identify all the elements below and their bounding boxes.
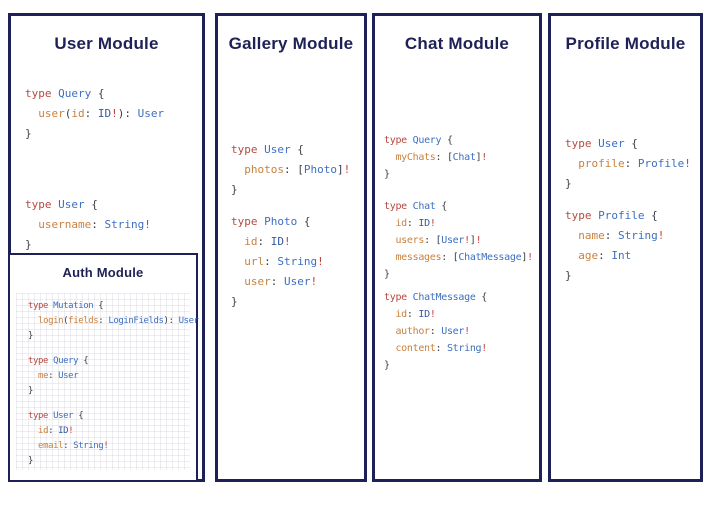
gallery-module-title: Gallery Module <box>228 34 354 53</box>
gallery-module-panel: Gallery Module type User { photos: [Phot… <box>215 13 367 482</box>
code-line: } <box>231 183 238 196</box>
code-line: } <box>384 269 390 280</box>
code-block-auth-query: type Query { me: User} <box>28 354 190 399</box>
code-block-user-query: type Query { user(id: ID!): User} <box>25 84 164 144</box>
code-block-auth-user: type User { id: ID! email: String!} <box>28 409 190 469</box>
code-block-profile-user: type User { profile: Profile!} <box>565 134 691 194</box>
code-line: type ChatMessage { <box>384 292 488 303</box>
code-line: } <box>28 331 34 341</box>
auth-module-title: Auth Module <box>62 265 144 280</box>
code-block-chat-message: type ChatMessage { id: ID! author: User!… <box>384 289 487 374</box>
code-line: age: Int <box>578 249 632 262</box>
code-line: } <box>384 360 390 371</box>
code-line: } <box>25 127 32 140</box>
code-line: photos: [Photo]! <box>244 163 351 176</box>
code-line: type User { <box>565 137 638 150</box>
chat-module-panel: Chat Module type Query { myChats: [Chat]… <box>372 13 542 482</box>
code-block-user-type: type User { username: String!} <box>25 195 151 255</box>
code-line: author: User! <box>395 326 470 337</box>
code-line: id: ID! <box>244 235 291 248</box>
code-line: email: String! <box>38 441 109 451</box>
code-block-chat-type: type Chat { id: ID! users: [User!]! mess… <box>384 198 533 283</box>
profile-module-title: Profile Module <box>565 34 686 53</box>
code-line: myChats: [Chat]! <box>395 152 488 163</box>
code-line: type User { <box>28 411 84 421</box>
code-line: } <box>231 295 238 308</box>
code-line: type Query { <box>28 356 89 366</box>
code-line: } <box>28 386 34 396</box>
code-block-auth-mutation: type Mutation { login(fields: LoginField… <box>28 299 199 344</box>
auth-code-area: type Mutation { login(fields: LoginField… <box>16 293 199 470</box>
code-line: user: User! <box>244 275 318 288</box>
code-line: type Mutation { <box>28 301 104 311</box>
code-line: type Query { <box>384 135 453 146</box>
code-line: type User { <box>231 143 304 156</box>
code-line: username: String! <box>38 218 151 231</box>
code-line: type User { <box>25 198 98 211</box>
code-line: login(fields: LoginFields): User <box>38 316 199 326</box>
code-line: name: String! <box>578 229 665 242</box>
auth-module-panel: Auth Module type Mutation { login(fields… <box>8 253 199 482</box>
code-line: } <box>28 456 34 466</box>
code-line: type Photo { <box>231 215 311 228</box>
code-line: id: ID! <box>38 426 74 436</box>
code-line: } <box>384 169 390 180</box>
code-line: url: String! <box>244 255 324 268</box>
code-block-profile-type: type Profile { name: String! age: Int} <box>565 206 664 286</box>
code-block-gallery-user: type User { photos: [Photo]!} <box>231 140 350 200</box>
code-line: profile: Profile! <box>578 157 691 170</box>
code-line: messages: [ChatMessage]! <box>395 252 533 263</box>
code-line: type Chat { <box>384 201 447 212</box>
code-block-gallery-photo: type Photo { id: ID! url: String! user: … <box>231 212 324 312</box>
code-line: id: ID! <box>395 309 436 320</box>
code-line: type Profile { <box>565 209 658 222</box>
code-line: me: User <box>38 371 79 381</box>
chat-module-title: Chat Module <box>404 34 510 53</box>
user-module-title: User Module <box>54 34 159 53</box>
code-line: } <box>25 238 32 251</box>
code-line: users: [User!]! <box>395 235 482 246</box>
code-line: user(id: ID!): User <box>38 107 165 120</box>
code-line: id: ID! <box>395 218 436 229</box>
code-line: } <box>565 269 572 282</box>
code-block-chat-query: type Query { myChats: [Chat]!} <box>384 132 487 183</box>
code-line: type Query { <box>25 87 105 100</box>
code-line: } <box>565 177 572 190</box>
profile-module-panel: Profile Module type User { profile: Prof… <box>548 13 703 482</box>
code-line: content: String! <box>395 343 488 354</box>
